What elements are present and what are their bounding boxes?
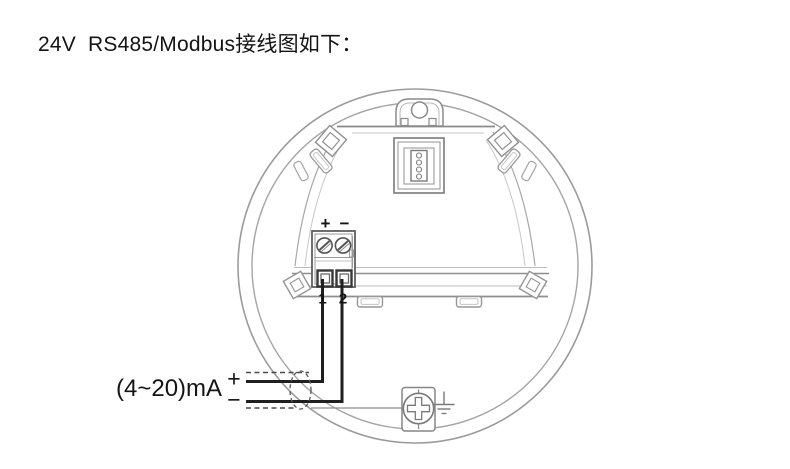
phillips-screw-icon xyxy=(406,396,431,421)
cable-entry-ellipse-icon xyxy=(289,370,312,410)
cover-hinge-bracket xyxy=(395,98,444,127)
housing-outer-circle xyxy=(237,88,593,444)
display-connector xyxy=(393,137,445,194)
cover-clip-top-left xyxy=(314,124,348,158)
rail-corner-clip-left xyxy=(282,270,312,300)
rail-corner-clip-right xyxy=(518,270,548,300)
terminal-number-1: 1 xyxy=(318,291,326,308)
rail-tab-left xyxy=(356,295,384,308)
rim-notch-right xyxy=(497,148,521,174)
ground-screw xyxy=(401,386,436,432)
terminal-negative-label: − xyxy=(340,214,350,233)
cover-clip-top-right xyxy=(486,124,520,158)
rim-notch-left xyxy=(309,148,333,174)
page-title: 24V RS485/Modbus接线图如下： xyxy=(38,33,363,56)
terminal-opening-1 xyxy=(316,269,334,288)
terminal-screw-plus-icon xyxy=(316,237,333,254)
connector-pin-icon xyxy=(415,166,423,173)
wire-positive xyxy=(246,279,324,383)
connector-pin-icon xyxy=(415,173,423,180)
source-positive-label: + xyxy=(227,366,240,392)
terminal-positive-label: + xyxy=(321,214,331,233)
rim-bump-right xyxy=(521,160,537,182)
terminal-number-2: 2 xyxy=(339,291,347,308)
terminal-opening-2 xyxy=(335,269,353,288)
rim-bump-left xyxy=(293,160,309,182)
connector-pin-icon xyxy=(415,152,423,159)
earth-ground-icon xyxy=(433,391,455,415)
rail-tab-right xyxy=(455,295,483,308)
hinge-hole-icon xyxy=(410,101,429,119)
terminal-screw-minus-icon xyxy=(334,237,352,254)
current-range-label: (4~20)mA xyxy=(116,375,222,402)
terminal-block xyxy=(311,230,356,288)
source-negative-label: − xyxy=(227,387,240,413)
wire-negative xyxy=(246,279,344,403)
connector-pin-icon xyxy=(415,159,423,166)
